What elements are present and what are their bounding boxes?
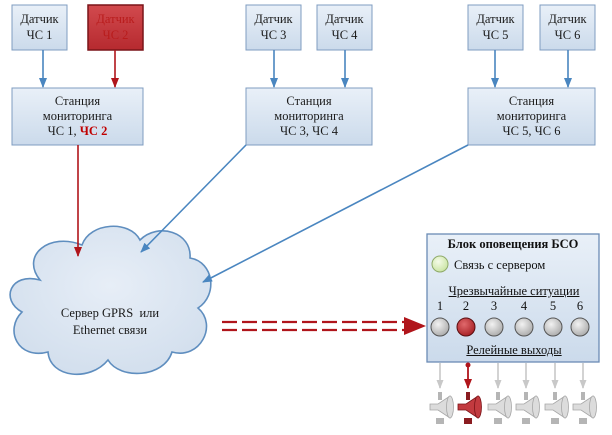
sirens xyxy=(429,392,597,424)
indicator-number-6: 6 xyxy=(576,299,584,313)
sensor-box-5 xyxy=(467,4,524,51)
arrow-station2-server xyxy=(140,144,247,253)
station-box-2 xyxy=(245,87,373,146)
sensor-box-4 xyxy=(316,4,373,51)
bso-panel xyxy=(426,233,600,363)
sensor-box-6 xyxy=(539,4,596,51)
indicator-number-1: 1 xyxy=(436,299,444,313)
station-server-arrows xyxy=(74,144,469,283)
indicator-led-2 xyxy=(456,317,476,337)
bso-title: Блок оповещения БСО xyxy=(447,237,579,251)
siren-icon-2 xyxy=(457,392,482,424)
sensor-station-arrows xyxy=(39,50,572,88)
sensor-box-3 xyxy=(245,4,302,51)
siren-icon-6 xyxy=(572,392,597,424)
indicator-number-5: 5 xyxy=(549,299,557,313)
arrow-station3-server xyxy=(202,144,469,283)
indicator-led-5 xyxy=(543,317,563,337)
connection-led xyxy=(431,255,449,273)
siren-icon-3 xyxy=(487,392,512,424)
sensor-boxes xyxy=(11,4,596,51)
server-cloud xyxy=(9,225,212,375)
connection-label: Связь с сервером xyxy=(454,258,546,272)
relay-arrows xyxy=(436,362,587,389)
indicator-number-2: 2 xyxy=(462,299,470,313)
siren-icon-1 xyxy=(429,392,454,424)
siren-icon-4 xyxy=(515,392,540,424)
station-boxes xyxy=(11,87,596,146)
station-box-1 xyxy=(11,87,144,146)
sensor-box-2 xyxy=(87,4,144,51)
indicator-led-6 xyxy=(570,317,590,337)
indicator-led-3 xyxy=(484,317,504,337)
emergency-label: Чрезвычайные ситуации xyxy=(448,284,580,298)
indicator-led-4 xyxy=(514,317,534,337)
indicator-led-1 xyxy=(430,317,450,337)
indicator-number-3: 3 xyxy=(490,299,498,313)
relay-arrow-2 xyxy=(464,362,472,389)
bso-box xyxy=(426,233,600,363)
station-box-3 xyxy=(467,87,596,146)
siren-icon-5 xyxy=(544,392,569,424)
relay-label: Релейные выходы xyxy=(466,343,562,357)
server-bso-link xyxy=(222,317,426,335)
indicator-number-4: 4 xyxy=(520,299,528,313)
sensor-box-1 xyxy=(11,4,68,51)
